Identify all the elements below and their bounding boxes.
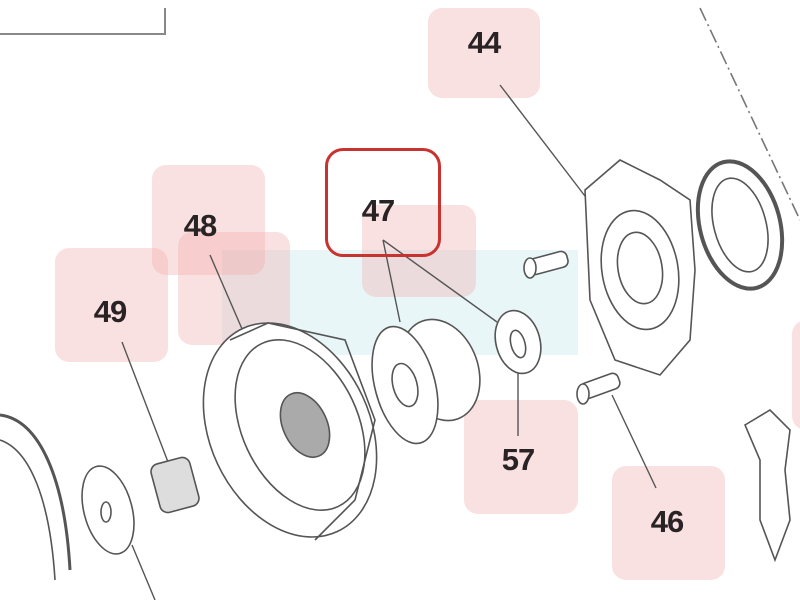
leader-47b [382,239,498,323]
callout-highlight-57 [464,400,578,514]
sprocket-part [371,318,481,445]
callout-44[interactable]: 44 [467,25,501,60]
oil-pump-part [584,159,696,376]
flat-washer-part [81,465,135,555]
screw-upper-part [523,250,569,279]
selected-callout-frame [325,148,441,257]
screw-46-part [576,372,621,405]
leader-47a [382,239,401,323]
needle-bearing-part [150,456,200,514]
callout-highlight-44 [428,8,540,98]
callout-highlight-48 [152,165,265,275]
callout-48[interactable]: 48 [183,208,217,243]
callout-46[interactable]: 46 [650,504,684,539]
callout-highlight-46 [612,466,725,580]
callout-highlight-49 [55,248,168,362]
clutch-cover-part [0,413,72,571]
callout-highlight-47 [362,205,476,297]
leader-bottom [131,544,156,600]
clutch-drum-part [202,322,378,541]
bracket-part [743,408,791,563]
leader-46 [611,394,657,489]
axis-line [699,7,800,221]
washer-part [494,309,542,375]
callout-57[interactable]: 57 [501,442,535,477]
callout-highlight-edge [792,320,800,430]
callout-49[interactable]: 49 [93,294,127,329]
gasket-part [695,159,785,291]
leader-49 [121,341,169,463]
flat-washer-hole [100,501,112,523]
leader-44 [499,84,589,201]
callout-47[interactable]: 47 [361,193,395,228]
frame-border [0,8,166,35]
